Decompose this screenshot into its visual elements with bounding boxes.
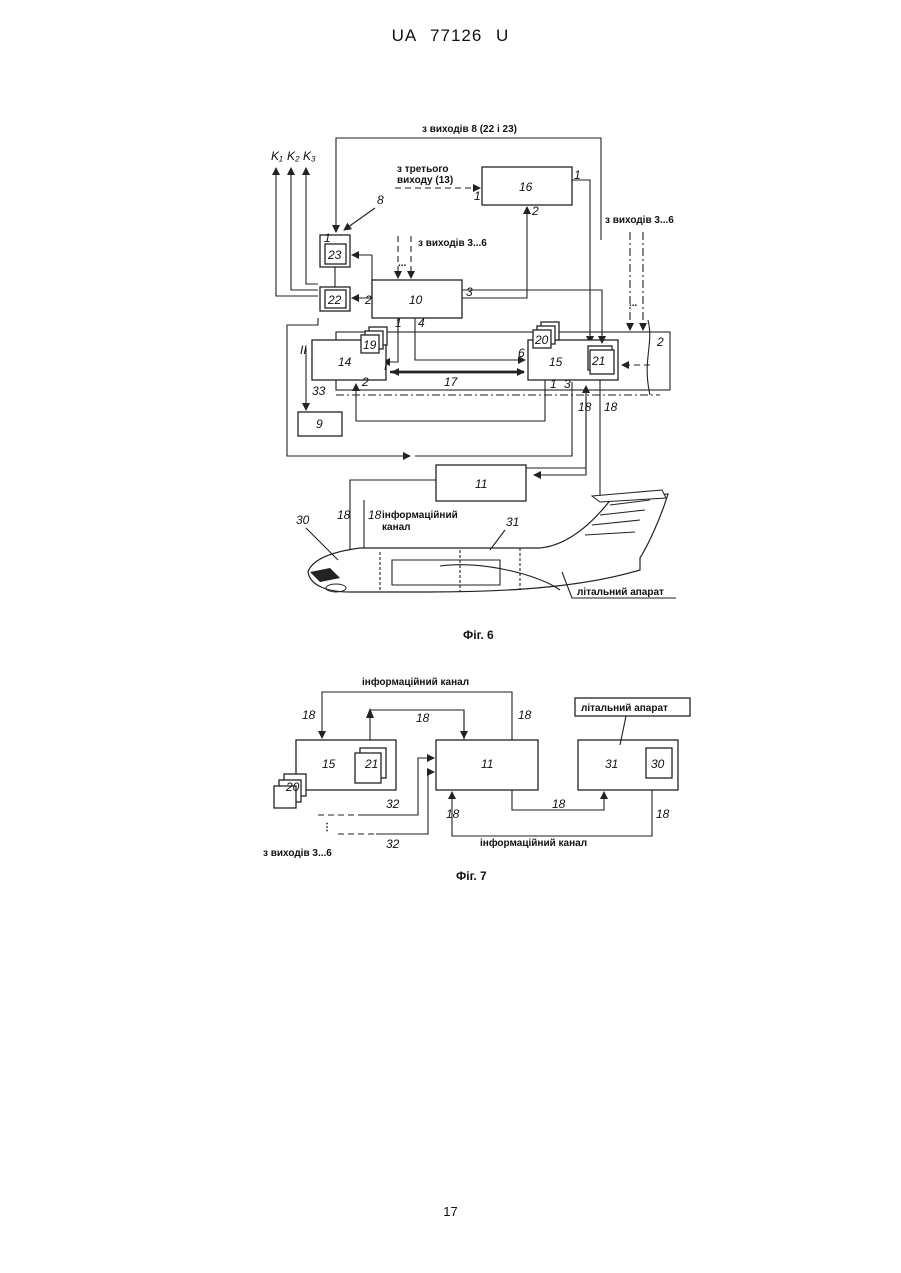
fig7-block-30-label: 30 <box>651 757 665 771</box>
port-label: 6 <box>518 346 525 360</box>
block-20-label: 20 <box>534 333 549 347</box>
block-16-label: 16 <box>519 180 533 194</box>
label-k2: K₂ <box>287 149 300 163</box>
fig7-aircraft-label: літальний апарат <box>581 703 668 714</box>
label-k3: K₃ <box>303 149 316 163</box>
fig7-block-31-label: 31 <box>605 757 618 771</box>
label-from-outputs-36-a: з виходів 3...6 <box>418 238 487 249</box>
port-label: 2 <box>361 375 369 389</box>
block-21-label: 21 <box>591 354 605 368</box>
block-14-label: 14 <box>338 355 352 369</box>
label-info-channel-1: інформаційний <box>382 509 458 521</box>
page-number: 17 <box>0 1204 901 1219</box>
ref-18d: 18 <box>368 508 382 522</box>
fig7-block-21-label: 21 <box>364 757 378 771</box>
block-15-label: 15 <box>549 355 563 369</box>
label-info-channel-bottom: інформаційний канал <box>480 837 587 849</box>
ref-18-5: 18 <box>446 807 460 821</box>
label-from-third-1: з третього <box>397 164 448 175</box>
ref-32b: 32 <box>386 837 400 851</box>
label-info-channel-top: інформаційний канал <box>362 676 469 688</box>
ref-17: 17 <box>444 375 459 389</box>
aircraft-drawing <box>308 490 668 592</box>
port-label: 1 <box>550 377 557 391</box>
port-label: 2 <box>364 293 372 307</box>
dots: ⋮ <box>322 822 332 833</box>
ref-18-4: 18 <box>552 797 566 811</box>
port-label: 3 <box>564 377 571 391</box>
ref-18c: 18 <box>337 508 351 522</box>
figure-6: з виходів 8 (22 і 23) K₁ K₂ K₃ з третьог… <box>271 124 676 642</box>
port-label: 1 <box>324 231 331 245</box>
block-23-label: 23 <box>327 248 342 262</box>
ref-8: 8 <box>377 193 384 207</box>
ref-18-1: 18 <box>302 708 316 722</box>
figure-7: інформаційний канал 18 18 18 15 21 20 11… <box>263 676 690 883</box>
label-aircraft-fig6: літальний апарат <box>577 587 664 598</box>
ref-33: 33 <box>312 384 326 398</box>
label-k1: K₁ <box>271 149 283 163</box>
ref-18b: 18 <box>604 400 618 414</box>
block-11-label: 11 <box>475 477 487 491</box>
ref-18-2: 18 <box>518 708 532 722</box>
label-from-outputs-36-b: з виходів 3...6 <box>605 215 674 226</box>
port-label: 3 <box>466 285 473 299</box>
fig7-block-15-label: 15 <box>322 757 336 771</box>
ref-32a: 32 <box>386 797 400 811</box>
ref-18-6: 18 <box>656 807 670 821</box>
ref-18a: 18 <box>578 400 592 414</box>
port-label: 4 <box>418 316 425 330</box>
dots: ... <box>398 258 407 269</box>
ref-18-3: 18 <box>416 711 430 725</box>
port-label: I <box>384 359 388 373</box>
fig7-block-20-label: 20 <box>285 780 300 794</box>
label-from-third-2: виходу (13) <box>397 175 453 186</box>
block-9-label: 9 <box>316 417 323 431</box>
fig7-label-from-outputs: з виходів 3...6 <box>263 848 332 859</box>
label-info-channel-2: канал <box>382 522 411 533</box>
port-label: 1 <box>474 189 481 203</box>
block-10-label: 10 <box>409 293 423 307</box>
figure-7-caption: Фіг. 7 <box>456 869 487 883</box>
block-2-label: 2 <box>656 335 664 349</box>
block-22-label: 22 <box>327 293 342 307</box>
block-19-label: 19 <box>363 338 377 352</box>
label-from-outputs-8: з виходів 8 (22 і 23) <box>422 124 517 135</box>
ref-31: 31 <box>506 515 519 529</box>
ref-30: 30 <box>296 513 310 527</box>
wavy-break <box>647 320 650 395</box>
fig7-block-11-label: 11 <box>481 757 493 771</box>
port-label: 2 <box>531 204 539 218</box>
figure-6-caption: Фіг. 6 <box>463 628 494 642</box>
dots: ... <box>629 298 638 309</box>
